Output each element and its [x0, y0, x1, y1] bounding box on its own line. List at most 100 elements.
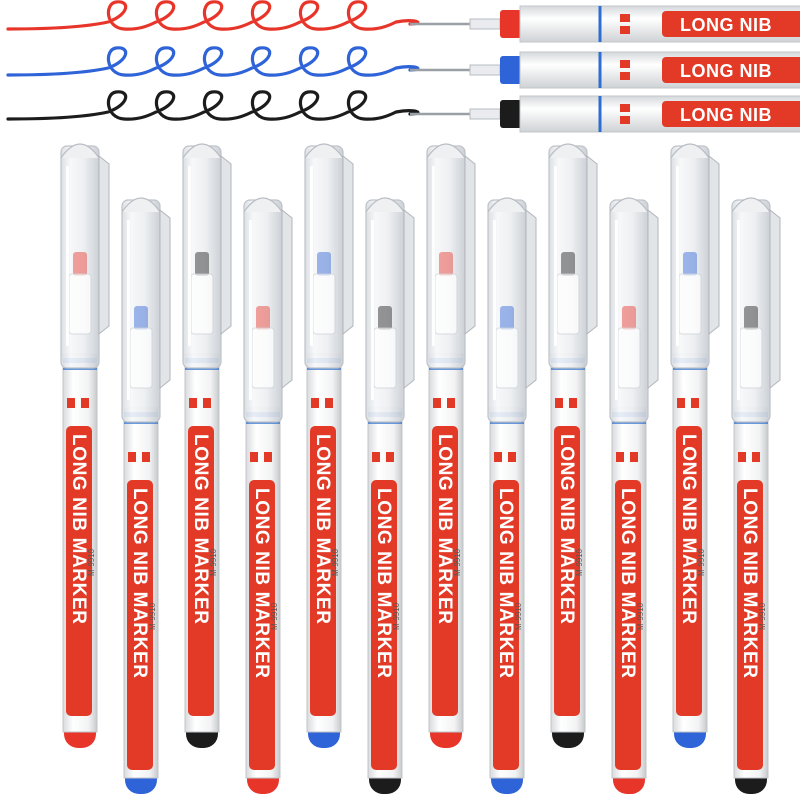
- marker-label-square: [325, 398, 333, 408]
- marker-label-text: LONG NIB MARKER: [68, 434, 89, 625]
- marker-label-square: [569, 398, 577, 408]
- marker-cap-dome: [548, 143, 588, 159]
- marker-stripe: [368, 422, 402, 424]
- marker-cap-clip: [464, 154, 476, 336]
- marker-cap-dome: [670, 143, 710, 159]
- marker-stripe: [124, 422, 158, 424]
- marker-stripe: [490, 422, 524, 424]
- marker-label-square: [620, 14, 630, 22]
- marker-tip-color: [683, 252, 697, 276]
- ink-scribble: [6, 0, 420, 31]
- marker-cap-dome: [609, 197, 649, 213]
- marker-label-panel: [432, 426, 458, 716]
- marker-label-text: LONG NIB: [680, 105, 772, 125]
- marker-label-square: [630, 452, 638, 462]
- marker-cap-dome: [182, 143, 222, 159]
- marker-label-panel: [371, 480, 397, 770]
- marker-tip-color: [378, 306, 392, 330]
- marker-stripe: [185, 368, 219, 370]
- marker-cap-clip: [220, 154, 232, 336]
- marker-label-panel: [662, 57, 800, 83]
- marker-label-text: LONG NIB MARKER: [739, 488, 760, 679]
- marker-tip-holder: [556, 273, 580, 335]
- marker-label-square: [494, 452, 502, 462]
- marker-cap-clip: [281, 208, 293, 390]
- marker-model-code: M-9910: [331, 548, 340, 576]
- marker-model-code: M-9910: [514, 602, 523, 630]
- ink-swatch-row-blue: [6, 46, 420, 77]
- marker-color-band: [500, 10, 522, 38]
- marker-tip-color: [439, 252, 453, 276]
- marker-label-panel: [737, 480, 763, 770]
- marker-tip-holder: [739, 327, 763, 389]
- marker-label-square: [311, 398, 319, 408]
- horizontal-marker-red: LONG NIB: [410, 5, 800, 43]
- marker-label-square: [752, 452, 760, 462]
- marker-label-square: [386, 452, 394, 462]
- marker-cap-clip: [586, 154, 598, 336]
- marker-collar: [469, 64, 501, 76]
- marker-cap-highlight: [127, 220, 130, 400]
- marker-label-panel: [493, 480, 519, 770]
- marker-tip-color: [195, 252, 209, 276]
- marker-label-square: [620, 60, 630, 68]
- marker-color-band: [500, 100, 522, 128]
- marker-cap-clip: [342, 154, 354, 336]
- marker-model-code: M-9910: [148, 602, 157, 630]
- marker-cap-dome: [121, 197, 161, 213]
- marker-label-square: [67, 398, 75, 408]
- marker-cap-highlight: [310, 166, 313, 346]
- marker-label-square: [128, 452, 136, 462]
- horizontal-marker-blue: LONG NIB: [410, 51, 800, 89]
- marker-label-square: [620, 26, 630, 34]
- marker-cap-clip: [403, 208, 415, 390]
- marker-label-text: LONG NIB MARKER: [190, 434, 211, 625]
- ink-swatch-row-red: [6, 0, 420, 31]
- marker-label-panel: [127, 480, 153, 770]
- marker-model-code: M-9910: [575, 548, 584, 576]
- marker-cap-dome: [243, 197, 283, 213]
- marker-label-square: [691, 398, 699, 408]
- marker-tip-color: [317, 252, 331, 276]
- marker-label-text: LONG NIB: [680, 15, 772, 35]
- marker-cap-clip: [647, 208, 659, 390]
- marker-label-text: LONG NIB MARKER: [373, 488, 394, 679]
- marker-tip-holder: [129, 327, 153, 389]
- marker-stripe: [612, 422, 646, 424]
- marker-stripe: [63, 368, 97, 370]
- marker-model-code: M-9910: [697, 548, 706, 576]
- ink-scribble: [6, 90, 420, 121]
- marker-label-square: [620, 104, 630, 112]
- marker-tip-color: [500, 306, 514, 330]
- marker-label-text: LONG NIB MARKER: [312, 434, 333, 625]
- marker-color-band: [500, 56, 522, 84]
- marker-cap-dome: [365, 197, 405, 213]
- marker-label-square: [447, 398, 455, 408]
- marker-cap-clip: [769, 208, 781, 390]
- marker-stripe: [551, 368, 585, 370]
- marker-label-text: LONG NIB MARKER: [678, 434, 699, 625]
- marker-model-code: M-9910: [453, 548, 462, 576]
- marker-label-panel: [310, 426, 336, 716]
- marker-model-code: M-9910: [758, 602, 767, 630]
- marker-collar: [469, 18, 501, 30]
- marker-cap-dome: [60, 143, 100, 159]
- marker-label-text: LONG NIB MARKER: [129, 488, 150, 679]
- marker-stripe: [246, 422, 280, 424]
- marker-stripe: [429, 368, 463, 370]
- marker-cap-highlight: [66, 166, 69, 346]
- marker-tip-holder: [251, 327, 275, 389]
- marker-label-panel: [676, 426, 702, 716]
- marker-label-panel: [188, 426, 214, 716]
- marker-label-square: [555, 398, 563, 408]
